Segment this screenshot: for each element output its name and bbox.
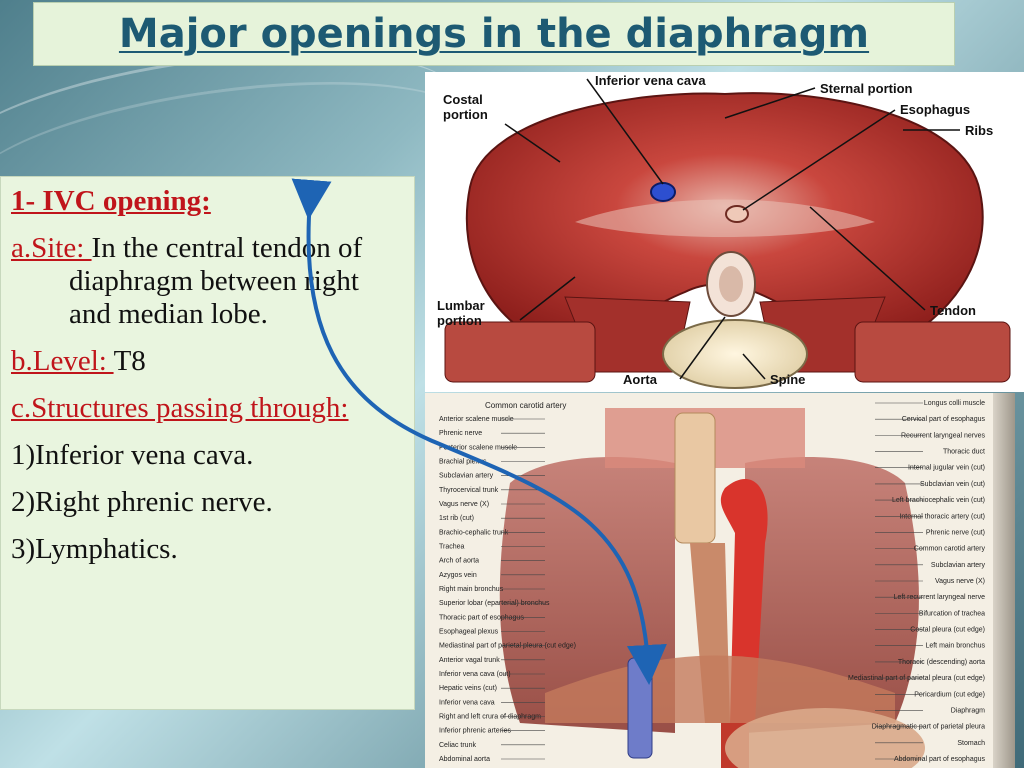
site-paragraph: a.Site: In the central tendon of diaphra…: [11, 232, 404, 331]
book-page-edge: [993, 393, 1015, 768]
label-sternal: Sternal portion: [820, 81, 913, 96]
figure-label: Azygos vein: [439, 572, 477, 579]
label-tendon: Tendon: [930, 303, 976, 318]
leader-line: [724, 87, 816, 119]
figure-label: Mediastinal part of parietal pleura (cut…: [439, 643, 576, 650]
figure-label: Thoracic part of esophagus: [439, 614, 524, 621]
text-panel: 1- IVC opening: a.Site: In the central t…: [0, 176, 415, 710]
figure-label: Thoracic (descending) aorta: [898, 659, 985, 666]
figure-label: Costal pleura (cut edge): [910, 627, 985, 634]
figure-label: Thoracic duct: [943, 449, 985, 456]
figure-label: Brachio-cephalic trunk: [439, 529, 509, 536]
lumbar-muscle: [854, 321, 1011, 383]
inferior-vena-cava: [627, 657, 653, 759]
level-label: b.Level:: [11, 345, 114, 377]
label-lumbar: portion: [437, 313, 482, 328]
label-spine: Spine: [770, 372, 805, 387]
title-box: Major openings in the diaphragm: [33, 2, 955, 66]
figure-label: Hepatic veins (cut): [439, 685, 497, 692]
figure-label: Vagus nerve (X): [935, 578, 985, 585]
figure-label: Stomach: [957, 740, 985, 747]
figure-label: Abdominal part of esophagus: [894, 756, 986, 763]
figure-label: Inferior phrenic arteries: [439, 728, 511, 735]
figure-label: Right and left crura of diaphragm: [439, 714, 541, 721]
stomach: [725, 708, 925, 768]
figure-label: Common carotid artery: [914, 546, 986, 553]
label-aorta: Aorta: [623, 372, 658, 387]
leader-line: [504, 123, 561, 163]
lumbar-muscle: [444, 321, 596, 383]
figure-label: Esophageal plexus: [439, 629, 499, 636]
figure-label: Celiac trunk: [439, 742, 476, 749]
figure-label: Right main bronchus: [439, 586, 504, 593]
diaphragm-figure: Inferior vena cava Sternal portion Esoph…: [425, 72, 1024, 392]
figure-label: Diaphragmatic part of parietal pleura: [872, 724, 985, 731]
level-paragraph: b.Level: T8: [11, 345, 404, 378]
figure-label: Pericardium (cut edge): [914, 691, 985, 698]
figure-label: Anterior vagal trunk: [439, 657, 500, 664]
figure-label: Arch of aorta: [439, 558, 479, 565]
trachea: [674, 412, 716, 544]
esophageal-opening: [725, 205, 749, 223]
figure-label: Thyrocervical trunk: [439, 487, 499, 494]
ivc-opening-marker: [650, 182, 676, 202]
figure-label: Subclavian vein (cut): [920, 481, 985, 488]
figure-label: Anterior scalene muscle: [439, 416, 514, 423]
structures-label: c.Structures passing through:: [11, 392, 349, 424]
figure-label: Longus colli muscle: [924, 400, 985, 407]
figure-label: Abdominal aorta: [439, 756, 490, 763]
figure-label: Cervical part of esophagus: [902, 416, 986, 423]
structure-item: 3)Lymphatics.: [11, 533, 178, 565]
label-esophagus: Esophagus: [900, 102, 970, 117]
figure-label: Internal jugular vein (cut): [908, 465, 985, 472]
figure-label: Diaphragm: [951, 707, 985, 714]
figure-label: Phrenic nerve (cut): [926, 529, 985, 536]
leader-line: [809, 206, 926, 311]
figure-label: Subclavian artery: [931, 562, 986, 569]
figure-label: Subclavian artery: [439, 473, 494, 480]
level-text: T8: [113, 345, 146, 377]
figure-label: Mediastinal part of parietal pleura (cut…: [848, 675, 985, 682]
label-ivc: Inferior vena cava: [595, 73, 706, 88]
figure-label: Left main bronchus: [925, 643, 985, 650]
figure-label: Inferior vena cava: [439, 699, 495, 706]
figure-label: Superior lobar (eparterial) bronchus: [439, 600, 550, 607]
figure-label: Phrenic nerve: [439, 430, 482, 437]
label-costal: portion: [443, 107, 488, 122]
slide-title: Major openings in the diaphragm: [118, 11, 870, 57]
structure-item: 1)Inferior vena cava.: [11, 439, 254, 471]
section-heading: 1- IVC opening:: [11, 185, 211, 217]
figure-label: Left brachiocephalic vein (cut): [892, 497, 985, 504]
label-lumbar: Lumbar: [437, 298, 485, 313]
label-common-carotid-artery: Common carotid artery: [485, 401, 566, 410]
label-costal: Costal: [443, 92, 483, 107]
site-label: a.Site:: [11, 232, 92, 264]
diaphragm-illustration: Inferior vena cava Sternal portion Esoph…: [437, 73, 1011, 389]
site-text: In the central tendon of diaphragm betwe…: [69, 232, 363, 330]
figure-label: Vagus nerve (X): [439, 501, 489, 508]
structure-item: 2)Right phrenic nerve.: [11, 486, 273, 518]
leader-line: [742, 109, 896, 211]
label-ribs: Ribs: [965, 123, 993, 138]
leader-line: [679, 316, 726, 380]
structures-paragraph: c.Structures passing through:: [11, 392, 404, 425]
figure-label: Internal thoracic artery (cut): [899, 513, 985, 520]
figure-label: Recurrent laryngeal nerves: [901, 432, 986, 439]
leader-line: [586, 78, 664, 185]
aorta-lumen: [719, 266, 743, 302]
figure-label: Trachea: [439, 544, 465, 551]
leader-line: [742, 353, 766, 380]
figure-label: Inferior vena cava (cut): [439, 671, 511, 678]
figure-label: Bifurcation of trachea: [919, 610, 985, 617]
figure-label: Brachial plexus: [439, 459, 487, 466]
figure-label: 1st rib (cut): [439, 515, 474, 522]
figure-label: Posterior scalene muscle: [439, 444, 517, 451]
figure-label: Left recurrent laryngeal nerve: [894, 594, 986, 601]
